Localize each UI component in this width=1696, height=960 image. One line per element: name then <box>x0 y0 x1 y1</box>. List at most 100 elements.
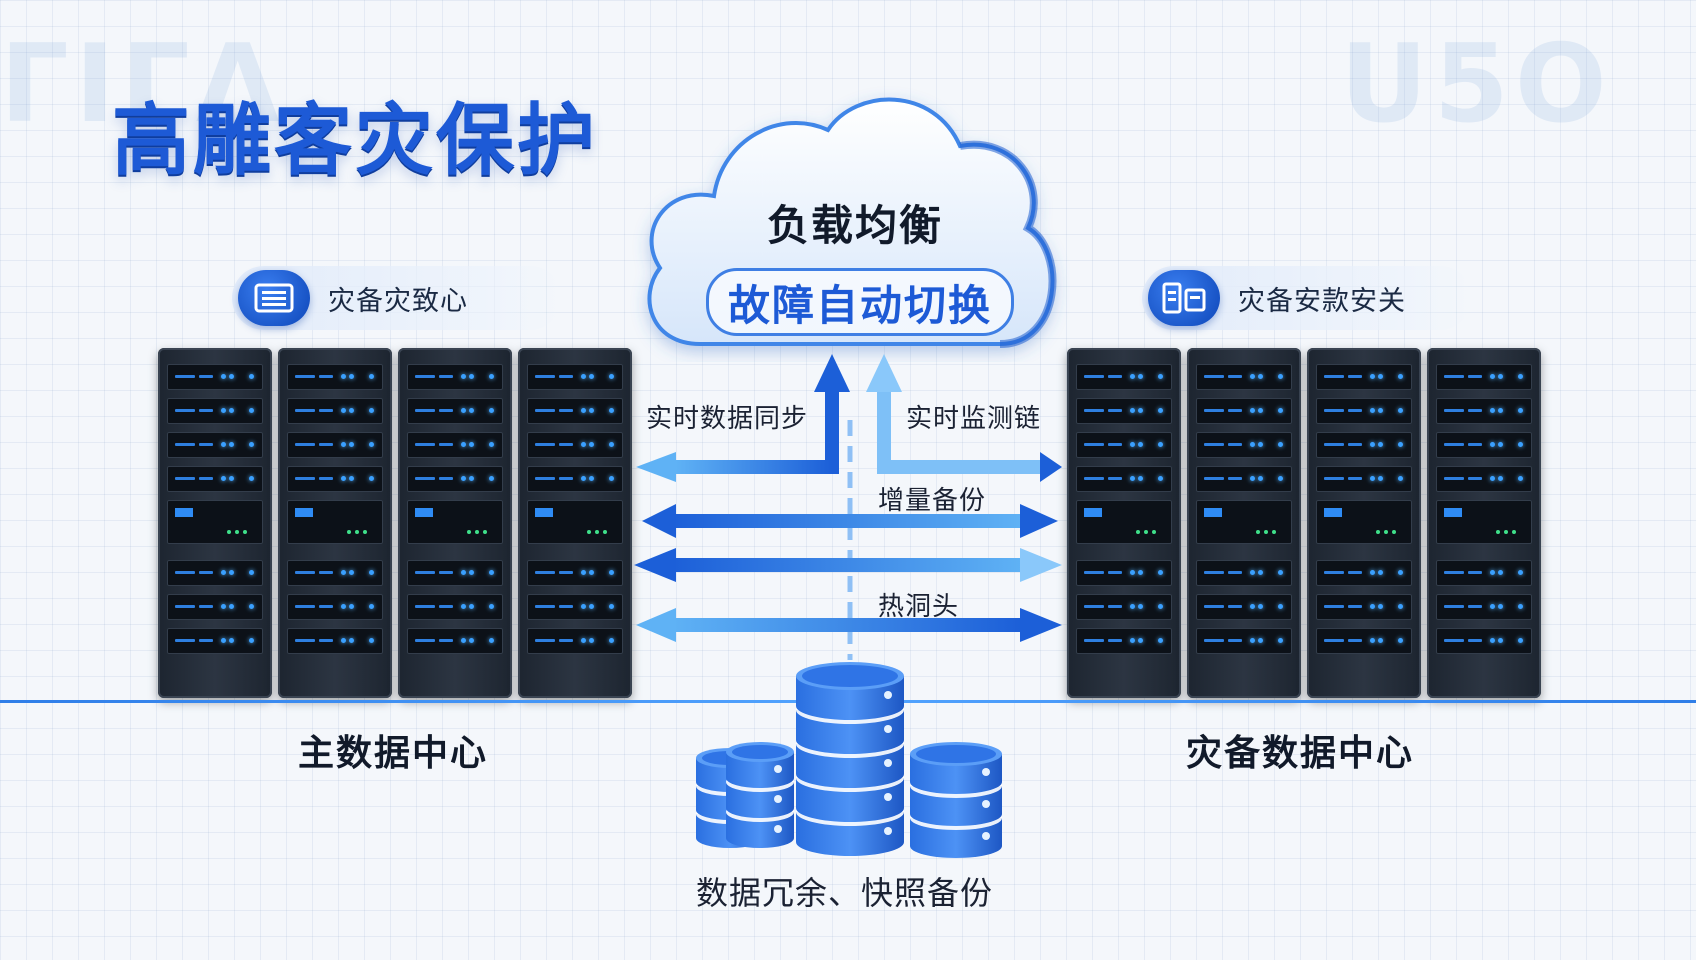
server-slot <box>167 560 263 586</box>
server-slot <box>1316 594 1412 620</box>
server-slot <box>1196 560 1292 586</box>
sync-label: 实时数据同步 <box>646 404 809 434</box>
server-module <box>167 500 263 544</box>
server-slot <box>287 398 383 424</box>
server-slot <box>287 466 383 492</box>
server-slot <box>407 560 503 586</box>
backup-center-label: 灾备数据中心 <box>1186 733 1415 774</box>
server-rack <box>518 348 632 698</box>
server-slot <box>167 594 263 620</box>
server-rack <box>1307 348 1421 698</box>
server-slot <box>1436 466 1532 492</box>
hot-label: 热洞头 <box>878 592 960 622</box>
failover-badge: 故障自动切换 <box>706 268 1014 336</box>
server-module <box>407 500 503 544</box>
server-slot <box>1076 594 1172 620</box>
server-transfer-icon <box>1148 270 1220 326</box>
monitor-arrow-head-up <box>866 354 902 392</box>
server-slot <box>1436 560 1532 586</box>
server-slot <box>1316 432 1412 458</box>
server-list-icon <box>238 270 310 326</box>
cloud-title: 负载均衡 <box>767 201 944 250</box>
server-slot <box>1316 364 1412 390</box>
server-slot <box>407 594 503 620</box>
server-rack <box>1187 348 1301 698</box>
server-slot <box>1196 466 1292 492</box>
server-slot <box>527 466 623 492</box>
server-slot <box>527 628 623 654</box>
left-center-badge: 灾备灾致心 <box>232 266 562 330</box>
server-slot <box>1436 594 1532 620</box>
server-slot <box>407 432 503 458</box>
server-rack <box>278 348 392 698</box>
server-slot <box>1196 628 1292 654</box>
incremental-arrow-bar <box>672 514 1022 528</box>
server-slot <box>527 432 623 458</box>
server-slot <box>287 628 383 654</box>
right-badge-label: 灾备安款安关 <box>1238 285 1406 317</box>
server-slot <box>287 364 383 390</box>
server-rack <box>1067 348 1181 698</box>
hot-arrow-bar <box>672 618 1022 632</box>
sync-arrow-head-left <box>636 452 676 482</box>
server-slot <box>527 594 623 620</box>
server-slot <box>527 364 623 390</box>
server-slot <box>407 628 503 654</box>
server-module <box>1196 500 1292 544</box>
server-rack <box>158 348 272 698</box>
server-slot <box>1436 628 1532 654</box>
server-slot <box>1196 432 1292 458</box>
server-slot <box>407 398 503 424</box>
server-slot <box>167 432 263 458</box>
server-slot <box>167 466 263 492</box>
server-slot <box>1316 560 1412 586</box>
server-slot <box>167 364 263 390</box>
server-module <box>287 500 383 544</box>
mid-arrow-bar <box>672 558 1022 572</box>
server-slot <box>1436 398 1532 424</box>
page-title: 高雕客灾保护 <box>112 96 599 186</box>
server-rack <box>398 348 512 698</box>
failover-label: 故障自动切换 <box>727 280 992 330</box>
server-module <box>1436 500 1532 544</box>
monitor-label: 实时监测链 <box>906 404 1042 434</box>
storage-cylinder-small <box>726 742 794 848</box>
ghost-text-right: U5O <box>1340 22 1613 147</box>
server-slot <box>1316 466 1412 492</box>
server-slot <box>407 364 503 390</box>
server-slot <box>1316 398 1412 424</box>
server-slot <box>1076 432 1172 458</box>
incremental-label: 增量备份 <box>878 486 987 516</box>
storage-cylinder-large <box>796 662 904 856</box>
server-slot <box>287 560 383 586</box>
server-slot <box>1196 594 1292 620</box>
server-slot <box>527 560 623 586</box>
sync-arrow-head-up <box>814 354 850 392</box>
ghost-text-left: ΓΙΓΛ <box>0 22 286 147</box>
server-slot <box>407 466 503 492</box>
server-module <box>1076 500 1172 544</box>
server-slot <box>167 628 263 654</box>
storage-cylinders <box>696 662 1002 858</box>
monitor-path <box>877 388 1040 474</box>
server-slot <box>527 398 623 424</box>
server-rack <box>1427 348 1541 698</box>
server-slot <box>1076 398 1172 424</box>
server-slot <box>1316 628 1412 654</box>
server-slot <box>1076 628 1172 654</box>
server-slot <box>1076 560 1172 586</box>
server-slot <box>1436 364 1532 390</box>
server-slot <box>287 594 383 620</box>
storage-cylinder-medium <box>910 742 1002 858</box>
server-slot <box>1076 364 1172 390</box>
server-module <box>527 500 623 544</box>
server-slot <box>287 432 383 458</box>
right-center-badge: 灾备安款安关 <box>1142 266 1472 330</box>
server-slot <box>1076 466 1172 492</box>
left-badge-label: 灾备灾致心 <box>328 285 468 317</box>
server-slot <box>1436 432 1532 458</box>
server-slot <box>1196 364 1292 390</box>
primary-center-label: 主数据中心 <box>298 733 489 774</box>
